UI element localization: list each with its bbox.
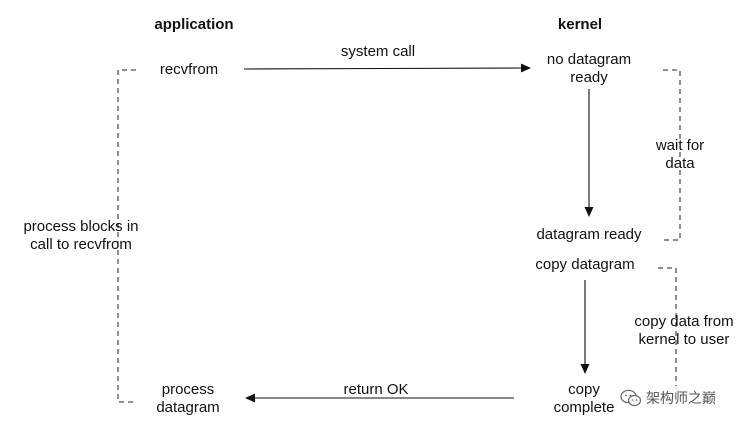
kernel-copy-arrowhead [580, 364, 590, 374]
no-datagram-line1: no datagram [546, 51, 632, 68]
copy-complete-line2: complete [553, 399, 615, 416]
process-datagram-line2: datagram [156, 399, 220, 416]
copy-data-label: copy data from kernel to user [624, 313, 744, 349]
copy-data-line2: kernel to user [638, 331, 730, 348]
process-blocks-line1: process blocks in [23, 218, 139, 235]
wait-bracket [663, 69, 681, 241]
process-blocks-label: process blocks in call to recvfrom [6, 218, 156, 254]
recvfrom-label: recvfrom [159, 61, 219, 78]
copy-complete-line1: copy [568, 381, 600, 398]
kernel-wait-arrowhead [584, 207, 594, 217]
copy-bracket [658, 267, 677, 401]
process-datagram-label: process datagram [142, 381, 234, 417]
watermark-text: 架构师之巅 [646, 391, 716, 407]
wait-for-data-line1: wait for [655, 137, 705, 154]
copy-data-line1: copy data from [634, 313, 734, 330]
copy-datagram-label: copy datagram [535, 256, 635, 273]
return-ok-label: return OK [343, 381, 409, 398]
datagram-ready-label: datagram ready [536, 226, 642, 243]
app-blocking-bracket [117, 69, 136, 403]
no-datagram-line2: ready [570, 69, 608, 86]
no-datagram-ready-label: no datagram ready [536, 51, 642, 87]
system-call-arrowhead [521, 63, 531, 73]
wechat-icon [620, 389, 642, 407]
wait-for-data-line2: data [665, 155, 695, 172]
return-ok-arrowhead [245, 393, 255, 403]
wait-for-data-label: wait for data [642, 137, 718, 173]
system-call-label: system call [340, 43, 416, 60]
process-blocks-line2: call to recvfrom [30, 236, 132, 253]
application-header: application [154, 16, 234, 33]
kernel-header: kernel [557, 16, 603, 33]
process-datagram-line1: process [161, 381, 215, 398]
system-call-arrow-line [243, 67, 523, 70]
copy-complete-label: copy complete [538, 381, 630, 417]
watermark: 架构师之巅 [616, 386, 720, 410]
